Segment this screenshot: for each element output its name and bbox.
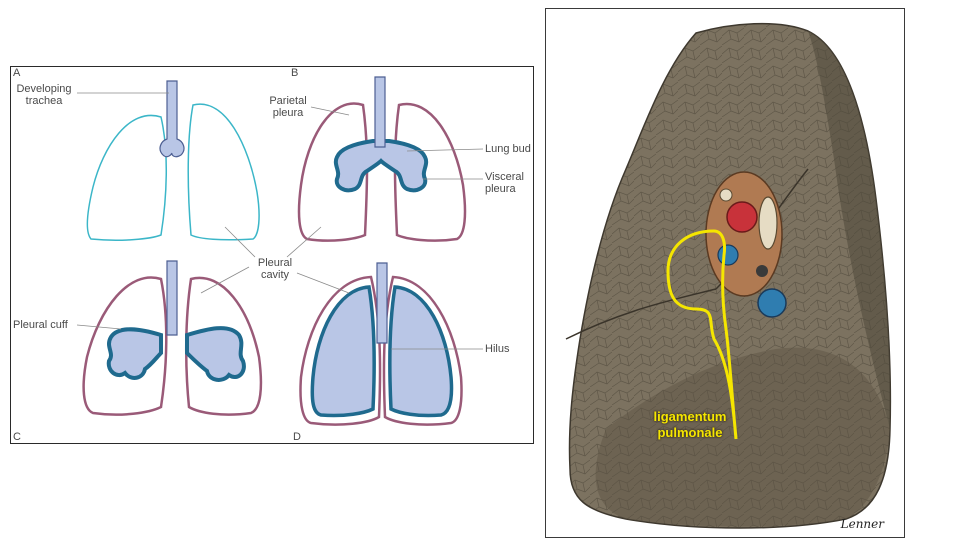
lung-development-diagram: A B C D Developing trachea Parietal pleu… bbox=[10, 66, 534, 444]
panel-d-drawing bbox=[299, 262, 483, 426]
panel-b-trachea bbox=[374, 76, 386, 148]
upper-vein bbox=[717, 244, 739, 266]
panel-b-right-parietal bbox=[393, 102, 467, 242]
parietal-leader bbox=[310, 106, 350, 116]
lung-illustration bbox=[565, 22, 892, 529]
lymph-node bbox=[756, 265, 768, 277]
panel-c-drawing bbox=[76, 260, 263, 416]
panel-b-lung-bud-visceral bbox=[333, 139, 429, 193]
panel-c-right-buds bbox=[185, 326, 246, 382]
panel-a-drawing bbox=[77, 80, 260, 241]
label-parietal-pleura: Parietal pleura bbox=[269, 95, 307, 119]
ligament-outline bbox=[666, 229, 738, 440]
lower-vein bbox=[757, 288, 787, 318]
panel-d-left-parietal bbox=[299, 275, 382, 426]
panel-letter-a: A bbox=[13, 67, 21, 79]
panel-a-trachea bbox=[159, 80, 185, 158]
label-lung-bud: Lung bud bbox=[485, 143, 531, 155]
panel-b-drawing bbox=[297, 76, 484, 242]
lung-bud-leader bbox=[406, 148, 484, 152]
panel-c-right-parietal bbox=[184, 276, 263, 416]
label-visceral-pleura: Visceral pleura bbox=[485, 171, 524, 195]
panel-letter-c: C bbox=[13, 431, 21, 443]
label-hilus: Hilus bbox=[485, 343, 510, 355]
artist-signature: Lenner bbox=[840, 517, 884, 531]
hilum bbox=[705, 171, 787, 318]
panel-d-trachea bbox=[376, 262, 388, 344]
dark-fold-right bbox=[808, 31, 891, 429]
label-developing-trachea: Developing trachea bbox=[16, 83, 72, 107]
label-pleural-cavity: Pleural cavity bbox=[257, 257, 293, 281]
label-pleural-cuff: Pleural cuff bbox=[13, 319, 68, 331]
pleural-cavity-leaders bbox=[200, 226, 350, 294]
pulmonary-artery bbox=[726, 201, 758, 233]
panel-d-right-parietal bbox=[382, 275, 463, 426]
panel-a-left-lung-outline bbox=[86, 114, 168, 241]
panel-c-left-parietal bbox=[82, 276, 168, 416]
panel-letter-b: B bbox=[291, 67, 299, 79]
lung-medial-view-illustration: ligamentum pulmonale Lenner bbox=[545, 8, 905, 538]
panel-letter-d: D bbox=[293, 431, 301, 443]
pleural-cuff-leader bbox=[76, 324, 122, 330]
panel-c-trachea bbox=[166, 260, 178, 336]
ligamentum-pulmonale-label: ligamentum pulmonale bbox=[653, 409, 727, 440]
panel-d-left-lung bbox=[310, 285, 376, 418]
panel-d-right-lung bbox=[388, 285, 454, 418]
panel-a-right-lung-outline bbox=[187, 103, 260, 241]
lower-shadow bbox=[595, 347, 890, 527]
diagram-drawing bbox=[76, 76, 484, 426]
bronchus bbox=[758, 196, 778, 250]
panel-c-left-buds bbox=[106, 327, 163, 380]
